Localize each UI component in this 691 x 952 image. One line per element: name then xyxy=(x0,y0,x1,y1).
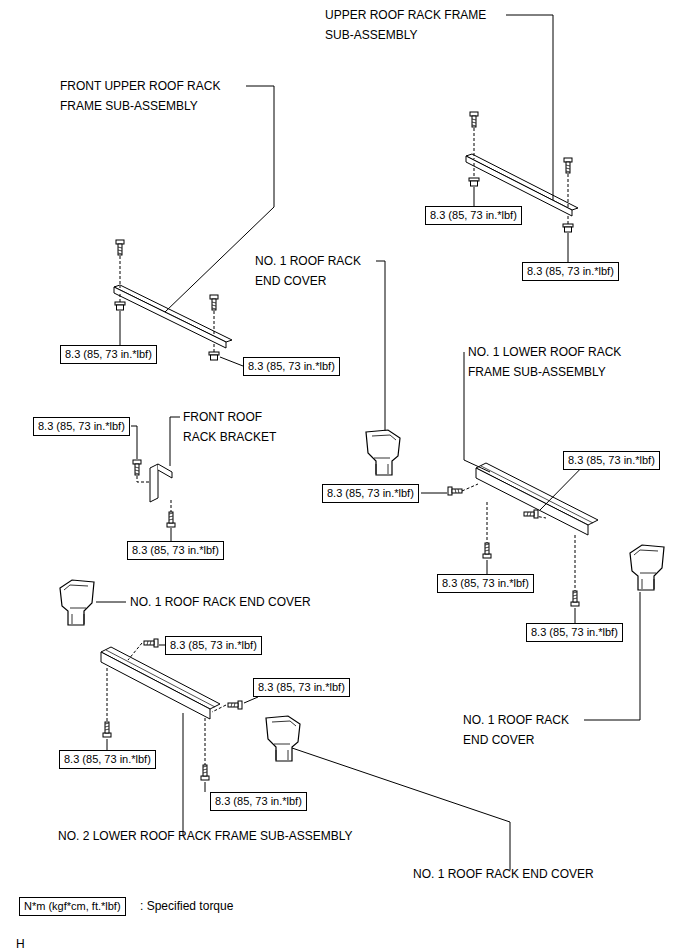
torque-value: 8.3 (85, 73 in.*lbf) xyxy=(531,626,618,638)
torque-value: 8.3 (85, 73 in.*lbf) xyxy=(65,348,152,360)
part-name: NO. 1 ROOF RACK END COVER xyxy=(255,251,385,291)
torque-value: 8.3 (85, 73 in.*lbf) xyxy=(442,577,529,589)
part-name: NO. 1 ROOF RACK END COVER xyxy=(413,864,594,884)
torque-value: 8.3 (85, 73 in.*lbf) xyxy=(132,544,219,556)
torque-box: 8.3 (85, 73 in.*lbf) xyxy=(563,451,660,470)
torque-value: 8.3 (85, 73 in.*lbf) xyxy=(215,795,302,807)
torque-legend-box: N*m (kgf*cm, ft.*lbf) xyxy=(19,897,126,916)
torque-value: 8.3 (85, 73 in.*lbf) xyxy=(327,487,414,499)
torque-box: 8.3 (85, 73 in.*lbf) xyxy=(165,636,262,655)
torque-box: 8.3 (85, 73 in.*lbf) xyxy=(526,623,623,642)
part-name: UPPER ROOF RACK FRAME SUB-ASSEMBLY xyxy=(325,5,507,45)
part-name: NO. 1 ROOF RACK END COVER xyxy=(463,710,593,750)
legend-text: : Specified torque xyxy=(140,896,233,916)
part-name: NO. 1 ROOF RACK END COVER xyxy=(130,592,311,612)
torque-box: 8.3 (85, 73 in.*lbf) xyxy=(425,206,522,225)
torque-box: 8.3 (85, 73 in.*lbf) xyxy=(253,678,350,697)
torque-value: 8.3 (85, 73 in.*lbf) xyxy=(248,360,335,372)
torque-value: 8.3 (85, 73 in.*lbf) xyxy=(568,454,655,466)
torque-value: 8.3 (85, 73 in.*lbf) xyxy=(170,639,257,651)
torque-value: 8.3 (85, 73 in.*lbf) xyxy=(258,681,345,693)
torque-box: 8.3 (85, 73 in.*lbf) xyxy=(322,484,419,503)
torque-box: 8.3 (85, 73 in.*lbf) xyxy=(33,417,130,436)
part-name: NO. 1 LOWER ROOF RACK FRAME SUB-ASSEMBLY xyxy=(468,342,650,382)
torque-box: 8.3 (85, 73 in.*lbf) xyxy=(522,262,619,281)
torque-value: N*m (kgf*cm, ft.*lbf) xyxy=(24,900,121,912)
torque-box: 8.3 (85, 73 in.*lbf) xyxy=(437,574,534,593)
torque-box: 8.3 (85, 73 in.*lbf) xyxy=(59,750,156,769)
torque-value: 8.3 (85, 73 in.*lbf) xyxy=(38,420,125,432)
figure-code: H xyxy=(16,934,25,952)
torque-value: 8.3 (85, 73 in.*lbf) xyxy=(430,209,517,221)
torque-value: 8.3 (85, 73 in.*lbf) xyxy=(64,753,151,765)
part-name: NO. 2 LOWER ROOF RACK FRAME SUB-ASSEMBLY xyxy=(58,826,353,846)
part-name: FRONT UPPER ROOF RACK FRAME SUB-ASSEMBLY xyxy=(60,76,256,116)
torque-value: 8.3 (85, 73 in.*lbf) xyxy=(527,265,614,277)
torque-box: 8.3 (85, 73 in.*lbf) xyxy=(127,541,224,560)
torque-box: 8.3 (85, 73 in.*lbf) xyxy=(243,357,340,376)
part-name: FRONT ROOF RACK BRACKET xyxy=(183,407,295,447)
torque-box: 8.3 (85, 73 in.*lbf) xyxy=(210,792,307,811)
torque-box: 8.3 (85, 73 in.*lbf) xyxy=(60,345,157,364)
